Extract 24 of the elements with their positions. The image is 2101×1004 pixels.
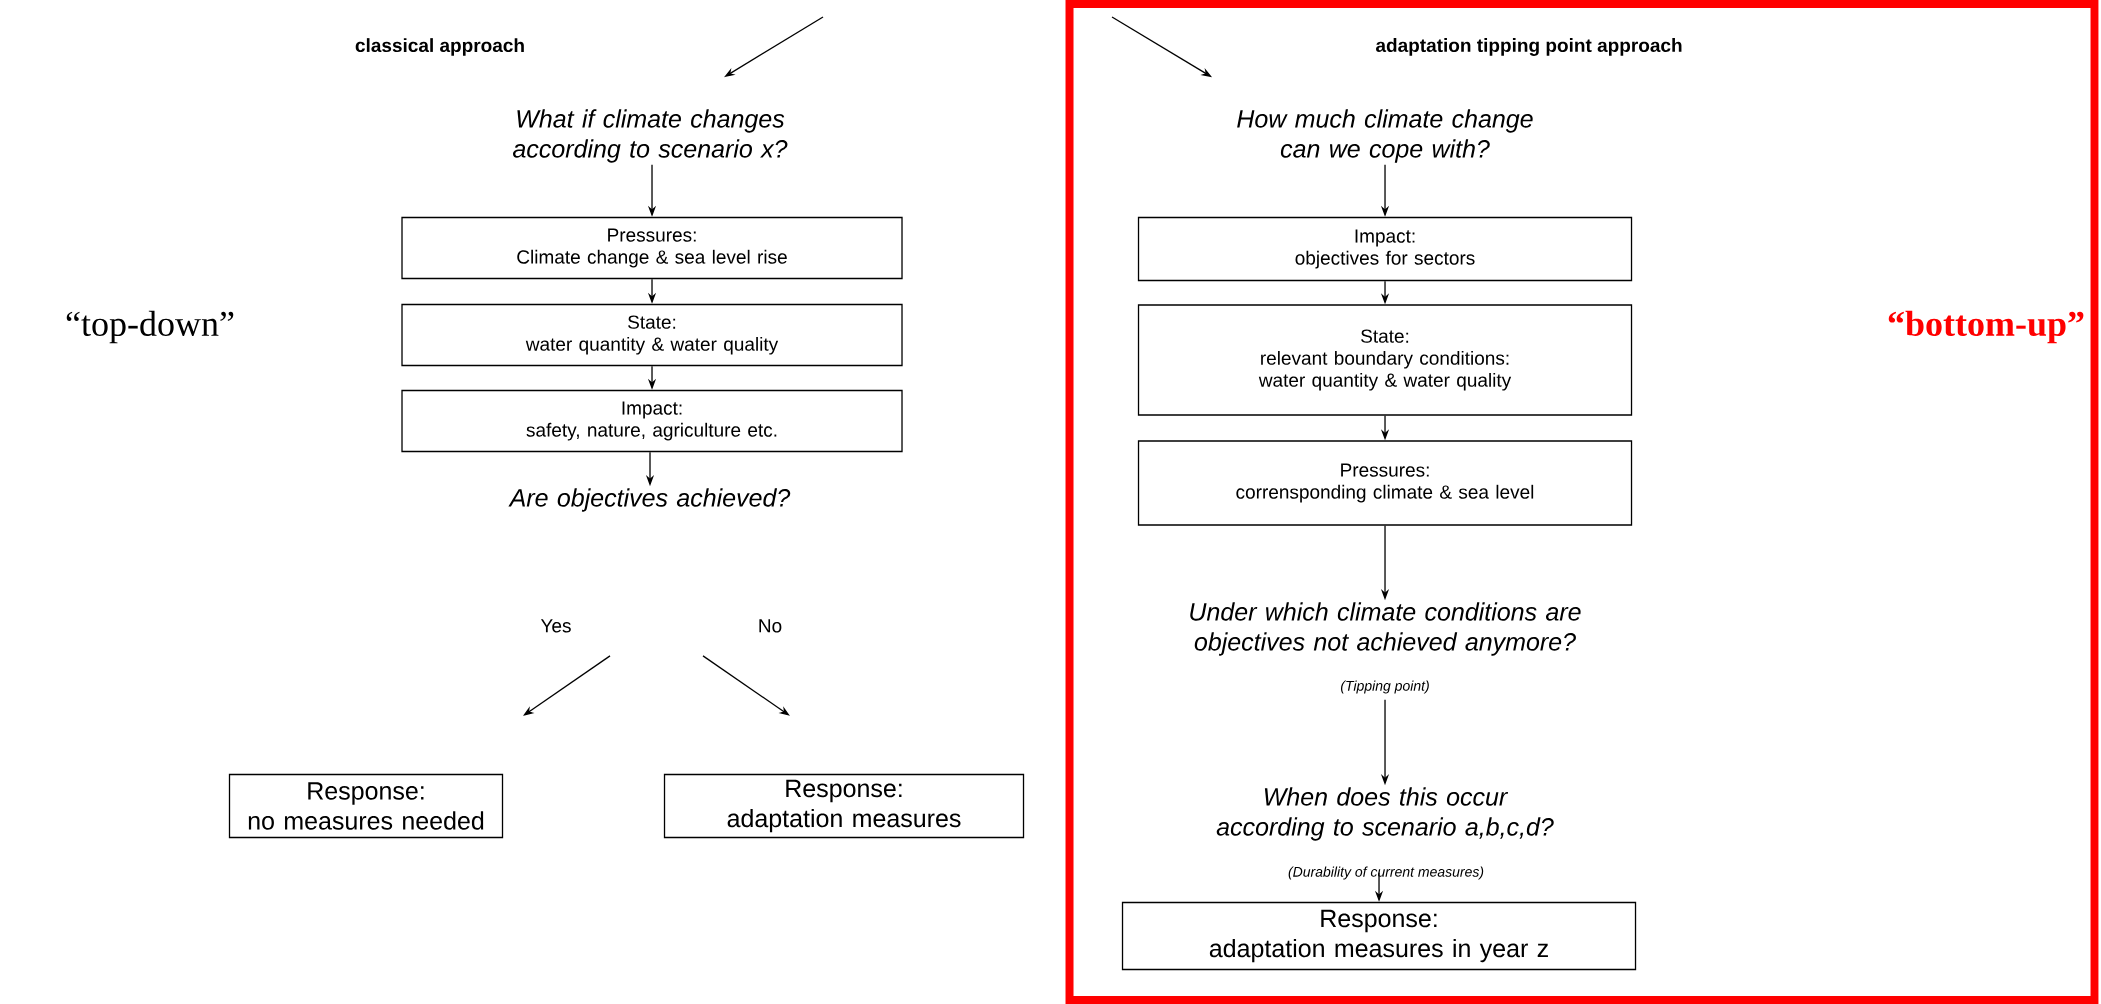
process-box: Pressures: corrensponding climate & sea level xyxy=(1137,440,1633,526)
process-box: Pressures: Climate change & sea level rise xyxy=(401,216,903,280)
process-box: Impact: objectives for sectors xyxy=(1137,216,1633,282)
note-text: (Durability of current measures) xyxy=(1288,866,1484,880)
approach-label: “top-down” xyxy=(66,310,234,344)
process-box: Response: adaptation measures xyxy=(663,773,1025,839)
question-text: When does this occur according to scenario a,b,c,d? xyxy=(1216,787,1554,841)
process-box: Response: no measures needed xyxy=(228,773,504,839)
question-text: Are objectives achieved? xyxy=(508,488,791,512)
question-text: What if climate changes according to scenario x? xyxy=(513,109,788,163)
panel-heading: adaptation tipping point approach xyxy=(1376,38,1682,56)
arrow xyxy=(702,655,790,716)
edge-label: No xyxy=(759,619,782,633)
question-text: Under which climate conditions are objectives not achieved anymore? xyxy=(1190,602,1581,656)
process-box: Response: adaptation measures in year z xyxy=(1121,901,1637,971)
edge-label: Yes xyxy=(540,619,571,633)
process-box: Impact: safety, nature, agriculture etc. xyxy=(401,389,903,453)
arrow xyxy=(523,655,611,716)
approach-label: “bottom-up” xyxy=(1888,310,2084,344)
process-box: State: relevant boundary conditions: water quantity & water quality xyxy=(1137,304,1633,416)
note-text: (Tipping point) xyxy=(1341,680,1429,694)
heading-text: classical approach xyxy=(355,38,524,56)
process-box: State: water quantity & water quality xyxy=(401,303,903,367)
question-text: How much climate change can we cope with? xyxy=(1237,109,1533,163)
